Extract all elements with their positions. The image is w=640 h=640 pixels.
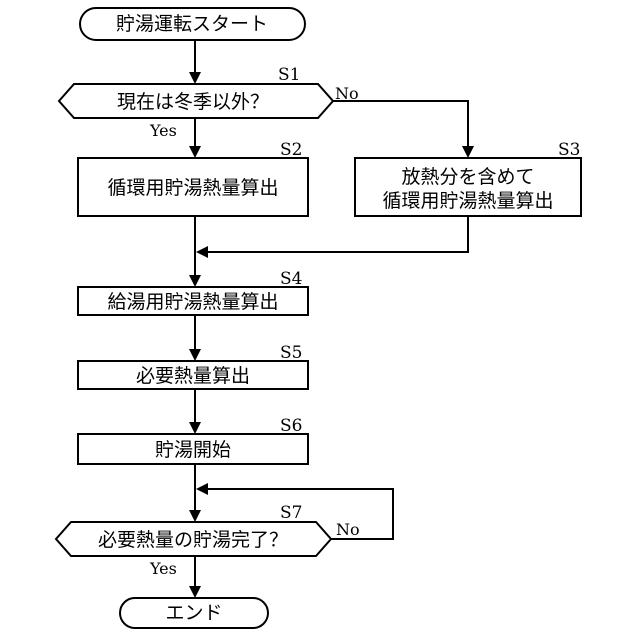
process-s2-text: 循環用貯湯熱量算出 xyxy=(107,177,278,199)
arrowhead-s6-to-s7 xyxy=(189,510,201,522)
step-label-s2: S2 xyxy=(280,140,302,160)
arrowhead-s5-to-s6 xyxy=(189,422,201,434)
arrowhead-s7-loop xyxy=(196,483,208,495)
decision-s1-no-label: No xyxy=(335,84,359,103)
decision-s7-text: 必要熱量の貯湯完了？ xyxy=(98,529,288,551)
step-label-s3: S3 xyxy=(558,140,580,160)
arrowhead-s7-to-end xyxy=(189,586,201,598)
arrowhead-s1-to-s2 xyxy=(189,146,201,158)
decision-s1-yes-label: Yes xyxy=(149,121,177,140)
decision-s7-no-label: No xyxy=(336,520,360,539)
step-label-s7: S7 xyxy=(280,503,302,523)
process-s5-text: 必要熱量算出 xyxy=(136,365,250,387)
arrowhead-s2-to-s4 xyxy=(189,275,201,287)
arrowhead-s3-merge xyxy=(196,246,208,258)
step-label-s1: S1 xyxy=(278,65,300,85)
edge-s1-no-to-s3 xyxy=(333,101,468,147)
start-terminal-label: 貯湯運転スタート xyxy=(116,13,268,35)
arrowhead-s1-to-s3 xyxy=(462,146,474,158)
process-s3-line1: 放熱分を含めて xyxy=(401,166,534,188)
process-s4-text: 給湯用貯湯熱量算出 xyxy=(107,291,278,313)
decision-s7-yes-label: Yes xyxy=(149,559,177,578)
process-s6-text: 貯湯開始 xyxy=(155,439,231,461)
edge-s3-to-merge xyxy=(207,216,468,252)
step-label-s5: S5 xyxy=(280,343,302,363)
arrowhead-start-to-s1 xyxy=(189,72,201,84)
step-label-s6: S6 xyxy=(280,416,302,436)
step-label-s4: S4 xyxy=(280,269,302,289)
decision-s1-text: 現在は冬季以外？ xyxy=(117,91,269,113)
process-s3-line2: 循環用貯湯熱量算出 xyxy=(382,190,553,212)
arrowhead-s4-to-s5 xyxy=(189,349,201,361)
end-terminal-label: エンド xyxy=(165,602,222,624)
